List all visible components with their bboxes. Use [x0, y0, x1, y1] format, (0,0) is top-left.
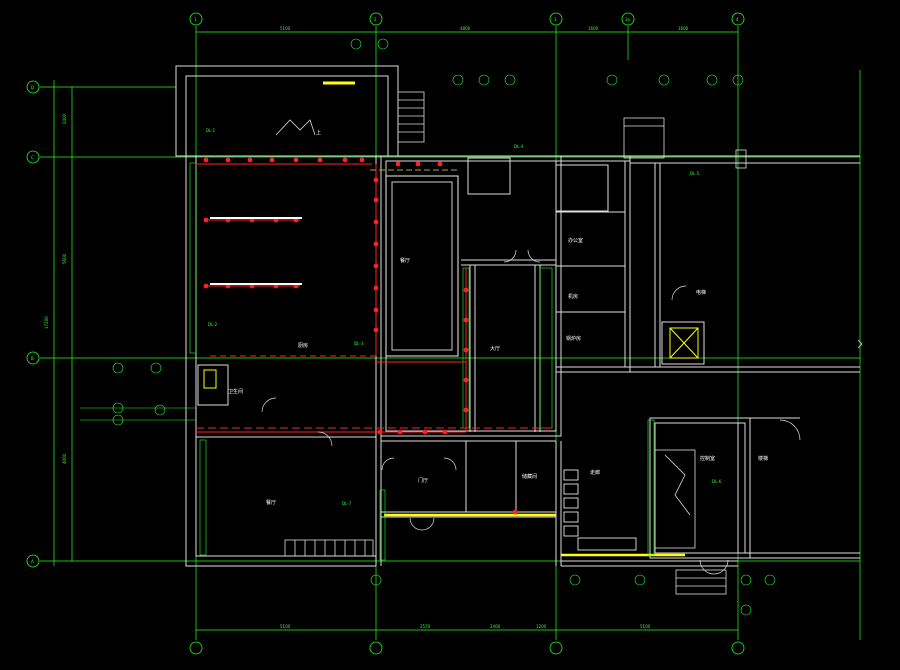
break-line — [857, 339, 863, 349]
tag-label: DL-3 — [354, 341, 364, 346]
dimension-texts: 5100 4800 1600 1600 5100 2570 2400 1200 … — [44, 26, 689, 629]
stair-up-label: 上 — [316, 129, 321, 136]
dim-left: 2400 — [62, 113, 67, 124]
room-labels: 厨房 餐厅 大厅 餐厅 门厅 储藏间 卫生间 走廊 办公室 机房 锅炉房 控制室… — [228, 129, 768, 506]
room-label-stair: 楼梯 — [758, 455, 768, 462]
dim-top: 1600 — [588, 26, 599, 31]
dim-left: 4000 — [62, 453, 67, 464]
room-label-kitchen: 厨房 — [298, 342, 308, 349]
dim-bottom: 1200 — [536, 624, 547, 629]
tag-label: DL-1 — [206, 128, 216, 133]
callout-bubbles — [80, 38, 776, 616]
room-label-wc: 卫生间 — [228, 388, 243, 395]
axis-label-top: 3a — [625, 17, 631, 22]
door-window-lines — [197, 81, 705, 557]
walls — [175, 65, 860, 567]
light-strips — [210, 217, 302, 285]
room-label-machine: 机房 — [568, 293, 578, 300]
axis-label-top: 1 — [194, 17, 197, 22]
room-label-restaurant: 餐厅 — [266, 499, 276, 506]
axis-label-top: 4 — [736, 17, 739, 22]
axis-label-top: 3 — [554, 17, 557, 22]
room-label-elevator: 电梯 — [696, 289, 706, 296]
dim-total-left: 17200 — [44, 316, 49, 329]
dim-bottom: 2400 — [490, 624, 501, 629]
tag-label: DL-5 — [690, 171, 700, 176]
dim-top: 4800 — [460, 26, 471, 31]
tag-label: DL-2 — [208, 322, 218, 327]
tag-label: DL-6 — [712, 479, 722, 484]
room-label-lobby: 门厅 — [418, 477, 428, 484]
door-arcs — [261, 249, 801, 575]
tag-label: DL-4 — [514, 144, 524, 149]
room-label-storage: 储藏间 — [522, 473, 537, 480]
tag-labels: DL-1 DL-2 DL-3 DL-4 DL-5 DL-6 DL-7 — [206, 128, 722, 506]
dim-bottom: 2570 — [420, 624, 431, 629]
room-label-dining: 餐厅 — [400, 257, 410, 264]
axis-label-left: B — [31, 356, 34, 361]
dim-bottom: 5100 — [640, 624, 651, 629]
axis-label-top: 2 — [374, 17, 377, 22]
dim-left: 5600 — [62, 253, 67, 264]
room-label-office: 办公室 — [568, 237, 583, 244]
stairs — [275, 91, 727, 595]
axis-label-left: D — [31, 85, 34, 90]
dim-top: 5100 — [280, 26, 291, 31]
equipment-boxes — [563, 469, 637, 551]
axis-bubbles-top — [26, 12, 745, 655]
dim-bottom: 5100 — [280, 624, 291, 629]
entrance-canopy — [623, 117, 747, 169]
tag-label: DL-7 — [342, 501, 352, 506]
axis-label-left: C — [31, 155, 34, 160]
axis-labels: 1 2 3 3a 4 D C B A — [31, 17, 739, 564]
axis-label-left: A — [31, 559, 34, 564]
dim-top: 1600 — [678, 26, 689, 31]
room-label-boiler: 锅炉房 — [566, 335, 581, 342]
axis-grid — [40, 26, 861, 640]
room-label-corridor: 走廊 — [590, 469, 600, 476]
room-label-control: 控制室 — [700, 455, 715, 462]
room-label-hall: 大厅 — [490, 345, 500, 352]
